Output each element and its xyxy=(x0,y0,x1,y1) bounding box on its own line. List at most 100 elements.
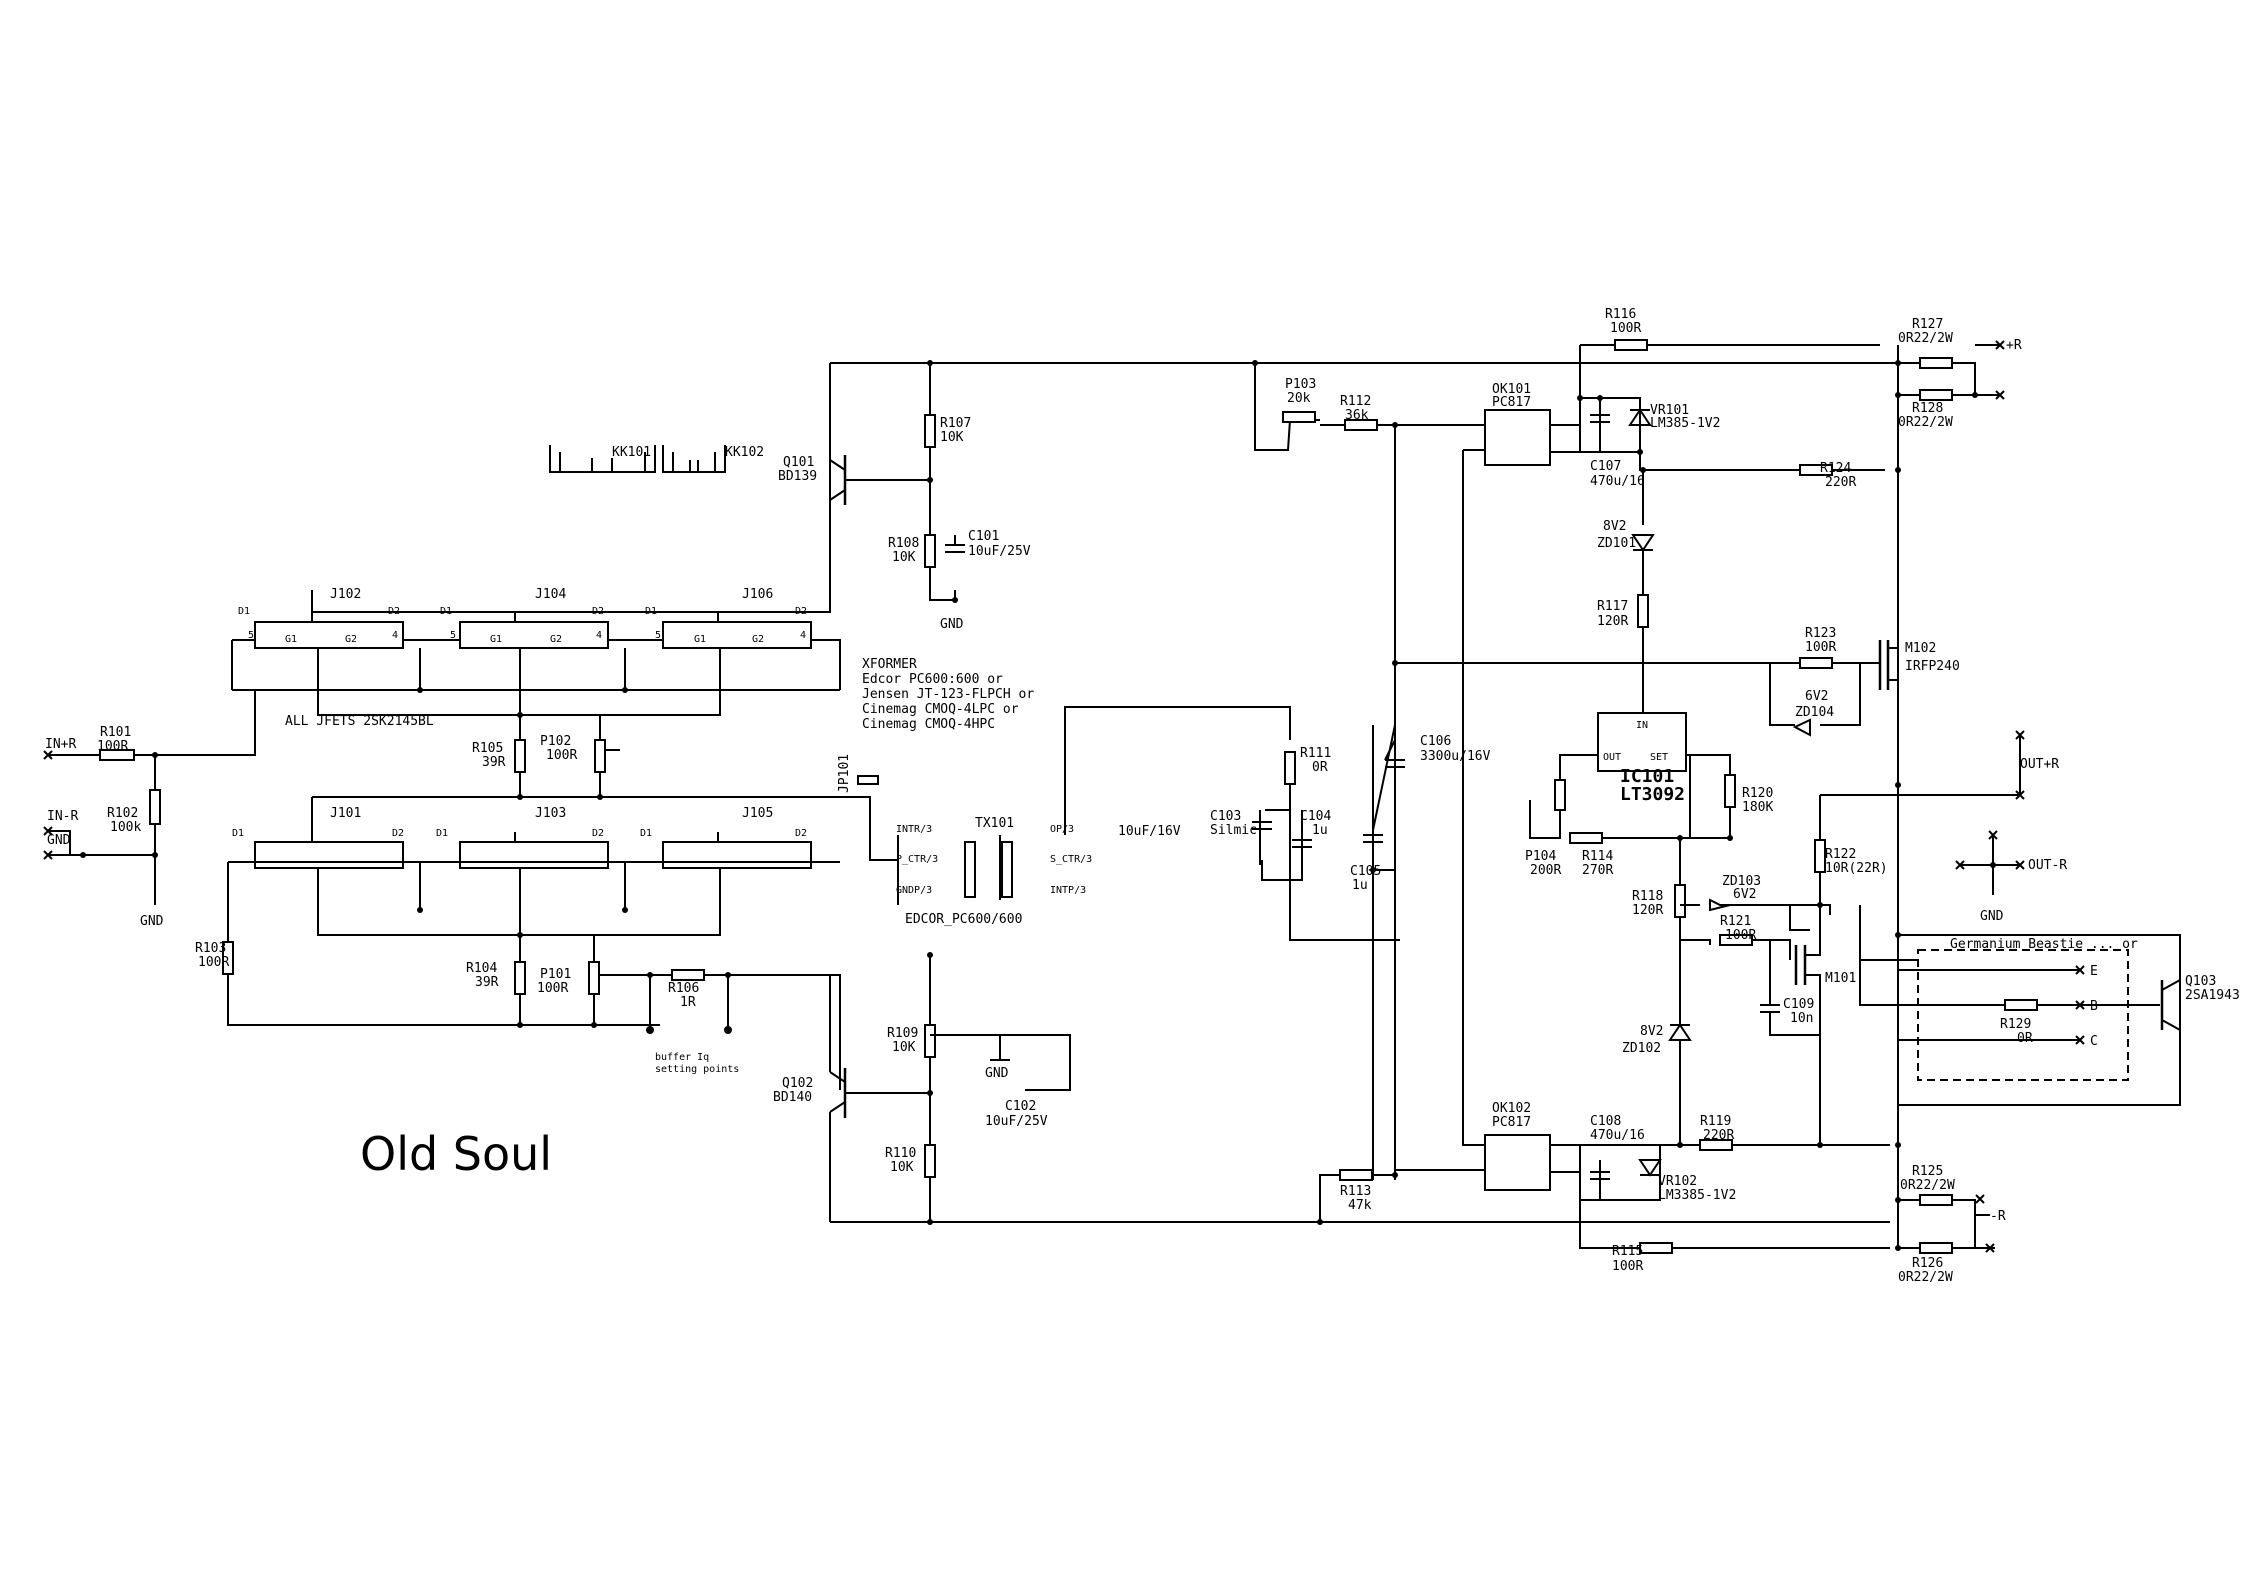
svg-text:5: 5 xyxy=(450,630,456,641)
svg-text:ZD104: ZD104 xyxy=(1795,705,1834,720)
c106-c105: C106 3300u/16V C105 1u xyxy=(1350,724,1491,1180)
svg-text:-R: -R xyxy=(1990,1209,2006,1224)
coupling-caps: R111 0R C103 Silmic 10uF/16V C104 1u xyxy=(1118,746,1400,941)
svg-text:0R: 0R xyxy=(1312,760,1328,775)
xformer-note: XFORMER Edcor PC600:600 or Jensen JT-123… xyxy=(862,657,1034,732)
svg-text:R120: R120 xyxy=(1742,786,1773,801)
svg-text:100R: 100R xyxy=(198,955,229,970)
svg-text:buffer Iq: buffer Iq xyxy=(655,1052,709,1063)
svg-text:GND: GND xyxy=(140,914,164,929)
svg-text:220R: 220R xyxy=(1825,475,1856,490)
buffer-note: buffer Iq setting points xyxy=(655,1052,739,1075)
svg-text:B: B xyxy=(2090,999,2098,1014)
svg-text:10n: 10n xyxy=(1790,1011,1813,1026)
ic-lt3092: IN OUT SET IC101 LT3092 P104 200R R114 2… xyxy=(1525,712,1773,885)
svg-text:J104: J104 xyxy=(535,587,566,602)
svg-text:D1: D1 xyxy=(436,828,448,839)
svg-text:0R22/2W: 0R22/2W xyxy=(1898,415,1953,430)
svg-text:470u/16: 470u/16 xyxy=(1590,1128,1645,1143)
svg-text:6V2: 6V2 xyxy=(1805,689,1828,704)
svg-text:setting points: setting points xyxy=(655,1064,739,1075)
svg-text:100k: 100k xyxy=(110,820,141,835)
regulator-upper: R116 100R VR101 LM385-1V2 C107 470u/16 8… xyxy=(1579,307,1885,713)
svg-text:0R22/2W: 0R22/2W xyxy=(1898,1270,1953,1285)
svg-text:C108: C108 xyxy=(1590,1114,1621,1129)
svg-text:20k: 20k xyxy=(1287,391,1311,406)
svg-text:P103: P103 xyxy=(1285,377,1316,392)
schematic-title: Old Soul xyxy=(360,1127,552,1181)
svg-text:R129: R129 xyxy=(2000,1017,2031,1032)
svg-text:Jensen JT-123-FLPCH or: Jensen JT-123-FLPCH or xyxy=(862,687,1034,702)
svg-text:GND: GND xyxy=(985,1066,1009,1081)
svg-text:100R: 100R xyxy=(97,739,128,754)
junctions xyxy=(417,360,1978,1251)
svg-text:G2: G2 xyxy=(752,634,764,645)
heatsink-kk102: KK102 xyxy=(662,445,764,473)
svg-text:D2: D2 xyxy=(392,828,404,839)
svg-text:ZD102: ZD102 xyxy=(1622,1041,1661,1056)
germanium-beastie: Germanium Beastie ... or E B C R129 0R Q… xyxy=(1859,934,2240,1106)
svg-text:C104: C104 xyxy=(1300,809,1331,824)
svg-text:R117: R117 xyxy=(1597,599,1628,614)
svg-text:GNDP/3: GNDP/3 xyxy=(896,885,932,896)
svg-text:D1: D1 xyxy=(232,828,244,839)
svg-text:VR101: VR101 xyxy=(1650,403,1689,418)
svg-text:Edcor PC600:600 or: Edcor PC600:600 or xyxy=(862,672,1003,687)
svg-text:P101: P101 xyxy=(540,967,571,982)
svg-text:M101: M101 xyxy=(1825,971,1856,986)
svg-text:OK101: OK101 xyxy=(1492,382,1531,397)
svg-text:C102: C102 xyxy=(1005,1099,1036,1114)
svg-text:S_CTR/3: S_CTR/3 xyxy=(1050,854,1092,865)
svg-text:IC101: IC101 xyxy=(1620,766,1674,787)
svg-text:100R: 100R xyxy=(1805,640,1836,655)
svg-text:Germanium Beastie ... or: Germanium Beastie ... or xyxy=(1950,937,2138,952)
svg-text:R107: R107 xyxy=(940,416,971,431)
svg-text:39R: 39R xyxy=(482,755,506,770)
svg-text:Q101: Q101 xyxy=(783,455,814,470)
m101-stage: R121 100R R122 10R(22R) C109 10n ZD103 6… xyxy=(1680,794,2020,1145)
svg-text:D1: D1 xyxy=(645,606,657,617)
svg-text:R106: R106 xyxy=(668,981,699,996)
svg-text:D1: D1 xyxy=(640,828,652,839)
svg-text:Cinemag CMOQ-4HPC: Cinemag CMOQ-4HPC xyxy=(862,717,995,732)
svg-text:5: 5 xyxy=(248,630,254,641)
svg-text:10uF/16V: 10uF/16V xyxy=(1118,824,1181,839)
svg-text:C103: C103 xyxy=(1210,809,1241,824)
svg-text:D2: D2 xyxy=(592,828,604,839)
svg-text:R113: R113 xyxy=(1340,1184,1371,1199)
svg-text:R116: R116 xyxy=(1605,307,1636,322)
svg-text:200R: 200R xyxy=(1530,863,1561,878)
svg-text:4: 4 xyxy=(392,630,398,641)
jfet-note: ALL JFETS 2SK2145BL xyxy=(285,714,434,729)
svg-text:R101: R101 xyxy=(100,725,131,740)
svg-text:5: 5 xyxy=(655,630,661,641)
svg-text:IN-R: IN-R xyxy=(47,809,78,824)
svg-text:C105: C105 xyxy=(1350,864,1381,879)
svg-text:J103: J103 xyxy=(535,806,566,821)
svg-text:G2: G2 xyxy=(550,634,562,645)
svg-text:KK102: KK102 xyxy=(725,445,764,460)
svg-text:GND: GND xyxy=(940,617,964,632)
svg-text:OK102: OK102 xyxy=(1492,1101,1531,1116)
svg-text:6V2: 6V2 xyxy=(1733,887,1756,902)
svg-text:R105: R105 xyxy=(472,741,503,756)
svg-text:R102: R102 xyxy=(107,806,138,821)
svg-text:100R: 100R xyxy=(1612,1259,1643,1274)
svg-text:GND: GND xyxy=(1980,909,2004,924)
svg-text:J101: J101 xyxy=(330,806,361,821)
svg-text:R110: R110 xyxy=(885,1146,916,1161)
svg-text:Cinemag CMOQ-4LPC or: Cinemag CMOQ-4LPC or xyxy=(862,702,1019,717)
svg-text:Q103: Q103 xyxy=(2185,974,2216,989)
svg-text:3300u/16V: 3300u/16V xyxy=(1420,749,1491,764)
svg-text:TX101: TX101 xyxy=(975,816,1014,831)
svg-text:IRFP240: IRFP240 xyxy=(1905,659,1960,674)
svg-text:PC817: PC817 xyxy=(1492,1115,1531,1130)
svg-text:R127: R127 xyxy=(1912,317,1943,332)
svg-text:R125: R125 xyxy=(1912,1164,1943,1179)
transformer-tx101: JP101 TX101 EDCOR_PC600/600 INTR/3 P_CTR… xyxy=(837,706,1291,927)
output-ports: OUT+R OUT-R GND xyxy=(1955,730,2067,924)
svg-text:GND: GND xyxy=(47,833,71,848)
